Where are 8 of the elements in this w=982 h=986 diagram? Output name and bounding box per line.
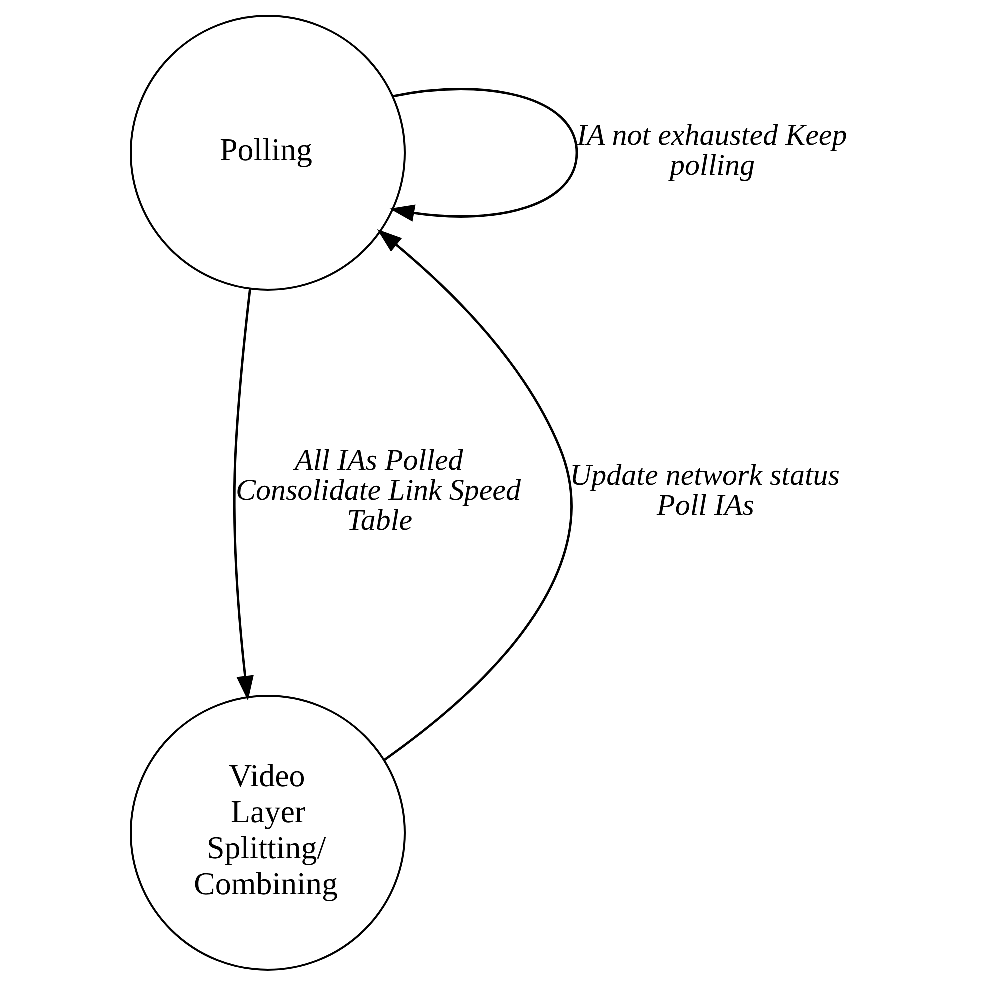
edge-label: All IAs Polled Consolidate Link Speed Table	[236, 444, 521, 537]
node-circle: Video Layer Splitting/ Combining	[130, 695, 406, 971]
edge-label: IA not exhausted Keep polling	[577, 119, 848, 182]
node-circle: Polling	[130, 15, 406, 291]
arrow	[390, 88, 578, 222]
edge-label: Update network status Poll IAs	[570, 459, 840, 522]
arrow	[233, 288, 254, 701]
arrow	[377, 230, 573, 761]
